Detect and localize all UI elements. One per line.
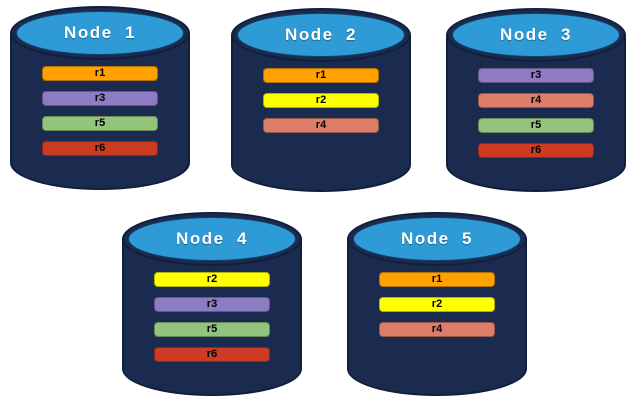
replica-bar-r4: r4 (379, 322, 495, 337)
cylinder-top-face: Node 2 (237, 13, 405, 57)
cylinder-top-face: Node 1 (16, 11, 184, 55)
replica-list: r2 r3 r5 r6 (154, 272, 270, 362)
replica-bar-r5: r5 (154, 322, 270, 337)
node-label: Node 2 (285, 25, 357, 44)
replica-bar-r2: r2 (379, 297, 495, 312)
cylinder-top-face: Node 5 (353, 217, 521, 261)
cylinder-top: Node 4 (122, 212, 302, 266)
replica-list: r1 r2 r4 (379, 272, 495, 337)
replica-list: r1 r3 r5 r6 (42, 66, 158, 156)
node-label: Node 3 (500, 25, 572, 44)
cylinder-top: Node 5 (347, 212, 527, 266)
replica-bar-r6: r6 (478, 143, 594, 158)
replica-bar-r6: r6 (42, 141, 158, 156)
cylinder-body (347, 239, 527, 396)
cylinder-top-face: Node 3 (452, 13, 620, 57)
replica-bar-r1: r1 (42, 66, 158, 81)
replica-list: r3 r4 r5 r6 (478, 68, 594, 158)
replica-list: r1 r2 r4 (263, 68, 379, 133)
replica-bar-r5: r5 (478, 118, 594, 133)
replica-bar-r4: r4 (263, 118, 379, 133)
replica-bar-r1: r1 (379, 272, 495, 287)
replica-bar-r6: r6 (154, 347, 270, 362)
cylinder-top: Node 3 (446, 8, 626, 62)
node-label: Node 1 (64, 23, 136, 42)
cylinder-top: Node 1 (10, 6, 190, 60)
database-node-node-2: r1 r2 r4 Node 2 (231, 8, 411, 192)
replica-bar-r2: r2 (154, 272, 270, 287)
database-node-node-4: r2 r3 r5 r6 Node 4 (122, 212, 302, 396)
cylinder-top-face: Node 4 (128, 217, 296, 261)
replica-bar-r3: r3 (42, 91, 158, 106)
replica-bar-r1: r1 (263, 68, 379, 83)
replica-bar-r4: r4 (478, 93, 594, 108)
replica-bar-r5: r5 (42, 116, 158, 131)
node-label: Node 5 (401, 229, 473, 248)
replica-bar-r2: r2 (263, 93, 379, 108)
database-node-node-3: r3 r4 r5 r6 Node 3 (446, 8, 626, 192)
cylinder-top: Node 2 (231, 8, 411, 62)
database-node-node-1: r1 r3 r5 r6 Node 1 (10, 6, 190, 190)
replica-bar-r3: r3 (478, 68, 594, 83)
node-label: Node 4 (176, 229, 248, 248)
cylinder-body (122, 239, 302, 396)
database-node-node-5: r1 r2 r4 Node 5 (347, 212, 527, 396)
replica-bar-r3: r3 (154, 297, 270, 312)
